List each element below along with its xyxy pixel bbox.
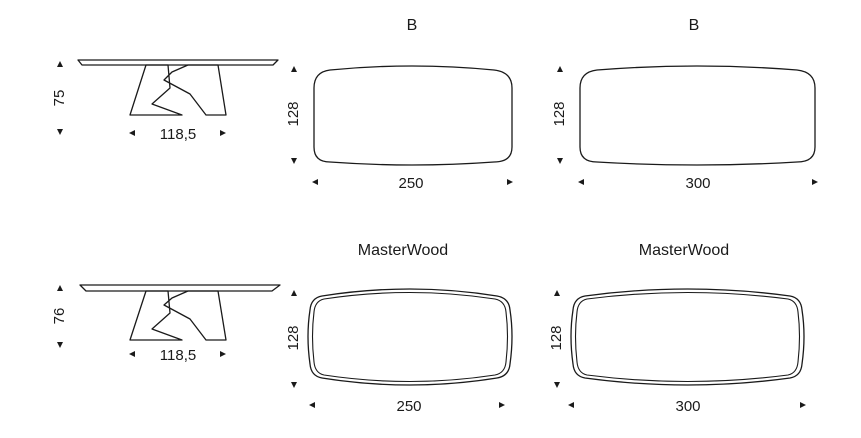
arrow-left xyxy=(129,130,135,136)
arrow-right xyxy=(220,130,226,136)
tabletop-profile xyxy=(77,59,279,66)
table-outline xyxy=(313,65,513,166)
arrow-down xyxy=(291,382,297,388)
depth-label: 128 xyxy=(548,325,565,350)
arrow-down xyxy=(554,382,560,388)
width-label: 118,5 xyxy=(160,126,196,143)
arrow-down xyxy=(57,342,63,348)
arrow-up xyxy=(557,66,563,72)
table-outline-inner xyxy=(574,291,801,383)
length-label: 300 xyxy=(675,398,700,415)
height-label: 75 xyxy=(51,90,68,107)
model-title: B xyxy=(407,17,418,34)
arrow-right xyxy=(800,402,806,408)
arrow-up xyxy=(291,290,297,296)
arrow-up xyxy=(57,61,63,67)
model-title: MasterWood xyxy=(358,242,448,259)
bottom-row: 76 118,5 MasterWood 128 250 MasterWood 1… xyxy=(51,242,806,415)
top-row: 75 118,5 B 128 250 B 128 300 xyxy=(51,17,818,192)
arrow-up xyxy=(57,285,63,291)
depth-label: 128 xyxy=(285,101,302,126)
table-top-view-250-b: B 128 250 xyxy=(285,17,513,192)
depth-label: 128 xyxy=(285,325,302,350)
height-label: 76 xyxy=(51,308,68,325)
table-top-view-300-masterwood: MasterWood 128 300 xyxy=(548,242,806,415)
table-legs xyxy=(129,64,227,116)
arrow-left xyxy=(578,179,584,185)
table-outline-inner xyxy=(311,291,509,383)
table-outline-outer xyxy=(307,288,513,386)
arrow-right xyxy=(812,179,818,185)
table-legs xyxy=(129,290,227,341)
arrow-down xyxy=(57,129,63,135)
length-label: 300 xyxy=(685,175,710,192)
table-outline-outer xyxy=(570,288,805,386)
tabletop-profile xyxy=(79,284,281,292)
length-label: 250 xyxy=(396,398,421,415)
model-title: MasterWood xyxy=(639,242,729,259)
length-label: 250 xyxy=(398,175,423,192)
depth-label: 128 xyxy=(551,101,568,126)
arrow-right xyxy=(507,179,513,185)
width-label: 118,5 xyxy=(160,347,196,364)
arrow-right xyxy=(499,402,505,408)
arrow-left xyxy=(309,402,315,408)
model-title: B xyxy=(689,17,700,34)
arrow-left xyxy=(312,179,318,185)
table-top-view-250-masterwood: MasterWood 128 250 xyxy=(285,242,513,415)
side-view-bottom: 76 118,5 xyxy=(51,284,281,364)
arrow-down xyxy=(291,158,297,164)
table-outline xyxy=(579,65,816,166)
arrow-left xyxy=(129,351,135,357)
arrow-up xyxy=(554,290,560,296)
arrow-up xyxy=(291,66,297,72)
side-view-top: 75 118,5 xyxy=(51,59,279,143)
arrow-down xyxy=(557,158,563,164)
table-top-view-300-b: B 128 300 xyxy=(551,17,818,192)
arrow-left xyxy=(568,402,574,408)
arrow-right xyxy=(220,351,226,357)
